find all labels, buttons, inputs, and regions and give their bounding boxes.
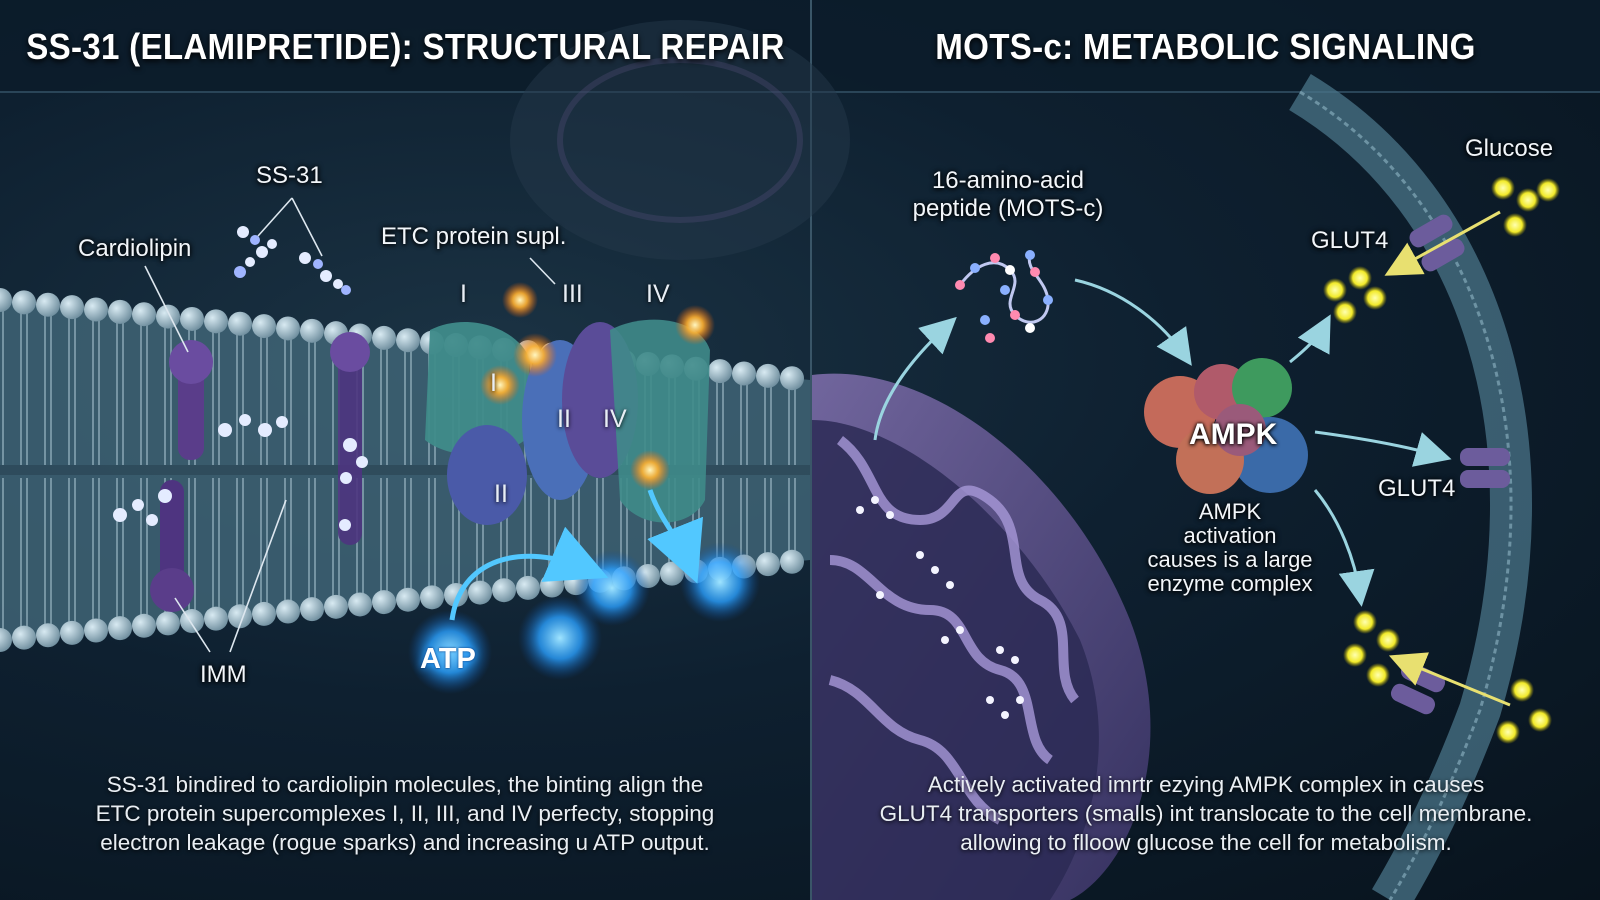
etc-protein-label: ETC protein supl. <box>381 223 567 250</box>
peptide-label-line1: 16-amino-acid <box>931 167 1085 194</box>
complex-label-top-iv: IV <box>646 280 670 308</box>
complex-label-top-i: I <box>460 280 467 308</box>
complex-label-body-iv: IV <box>603 405 627 433</box>
caption-line: allowing to flloow glucose the cell for … <box>960 830 1452 855</box>
complex-label-body-ii: II <box>557 405 571 433</box>
electron-leak-sparks <box>480 282 715 490</box>
glucose-label: Glucose <box>1465 135 1554 162</box>
ampk-complex <box>1144 358 1308 494</box>
imm-label: IMM <box>200 661 247 688</box>
ampk-desc-line: activation <box>1183 523 1277 548</box>
complex-label-body-ii-lower: II <box>494 480 508 508</box>
mitochondrion <box>812 373 1151 900</box>
ampk-desc-line: enzyme complex <box>1147 571 1313 596</box>
cardiolipin-label: Cardiolipin <box>78 235 192 262</box>
glut4-transporters <box>1390 214 1510 715</box>
ampk-label: AMPK <box>1189 418 1278 451</box>
caption-line: Actively activated imrtr ezying AMPK com… <box>927 772 1485 797</box>
right-caption: Actively activated imrtr ezying AMPK com… <box>846 770 1566 857</box>
peptide-label-line2: peptide (MOTS-c) <box>912 195 1104 222</box>
ss31-label: SS-31 <box>256 162 323 189</box>
ampk-description: AMPK activation causes is a large enzyme… <box>1130 500 1330 596</box>
atp-label: ATP <box>420 643 476 675</box>
left-caption: SS-31 bindired to cardiolipin molecules,… <box>30 770 780 857</box>
right-panel-title: MOTS-c: METABOLIC SIGNALING <box>935 26 1476 67</box>
complex-label-body-i: I <box>490 369 497 397</box>
mots-c-peptide <box>955 250 1053 343</box>
glut4-label-top: GLUT4 <box>1311 227 1389 254</box>
cell-membrane <box>1289 74 1532 900</box>
caption-line: SS-31 bindired to cardiolipin molecules,… <box>106 772 704 797</box>
ampk-desc-line: AMPK <box>1198 499 1262 524</box>
left-panel-title: SS-31 (ELAMIPRETIDE): STRUCTURAL REPAIR <box>26 26 785 67</box>
complex-label-top-iii: III <box>562 280 583 308</box>
caption-line: electron leakage (rogue sparks) and incr… <box>100 830 710 855</box>
glucose-molecules <box>1323 176 1560 744</box>
ampk-desc-line: causes is a large <box>1147 547 1313 572</box>
caption-line: ETC protein supercomplexes I, II, III, a… <box>95 801 715 826</box>
ss31-molecules <box>113 226 368 531</box>
caption-line: GLUT4 transporters (smalls) int transloc… <box>879 801 1533 826</box>
glut4-label-mid: GLUT4 <box>1378 475 1456 502</box>
